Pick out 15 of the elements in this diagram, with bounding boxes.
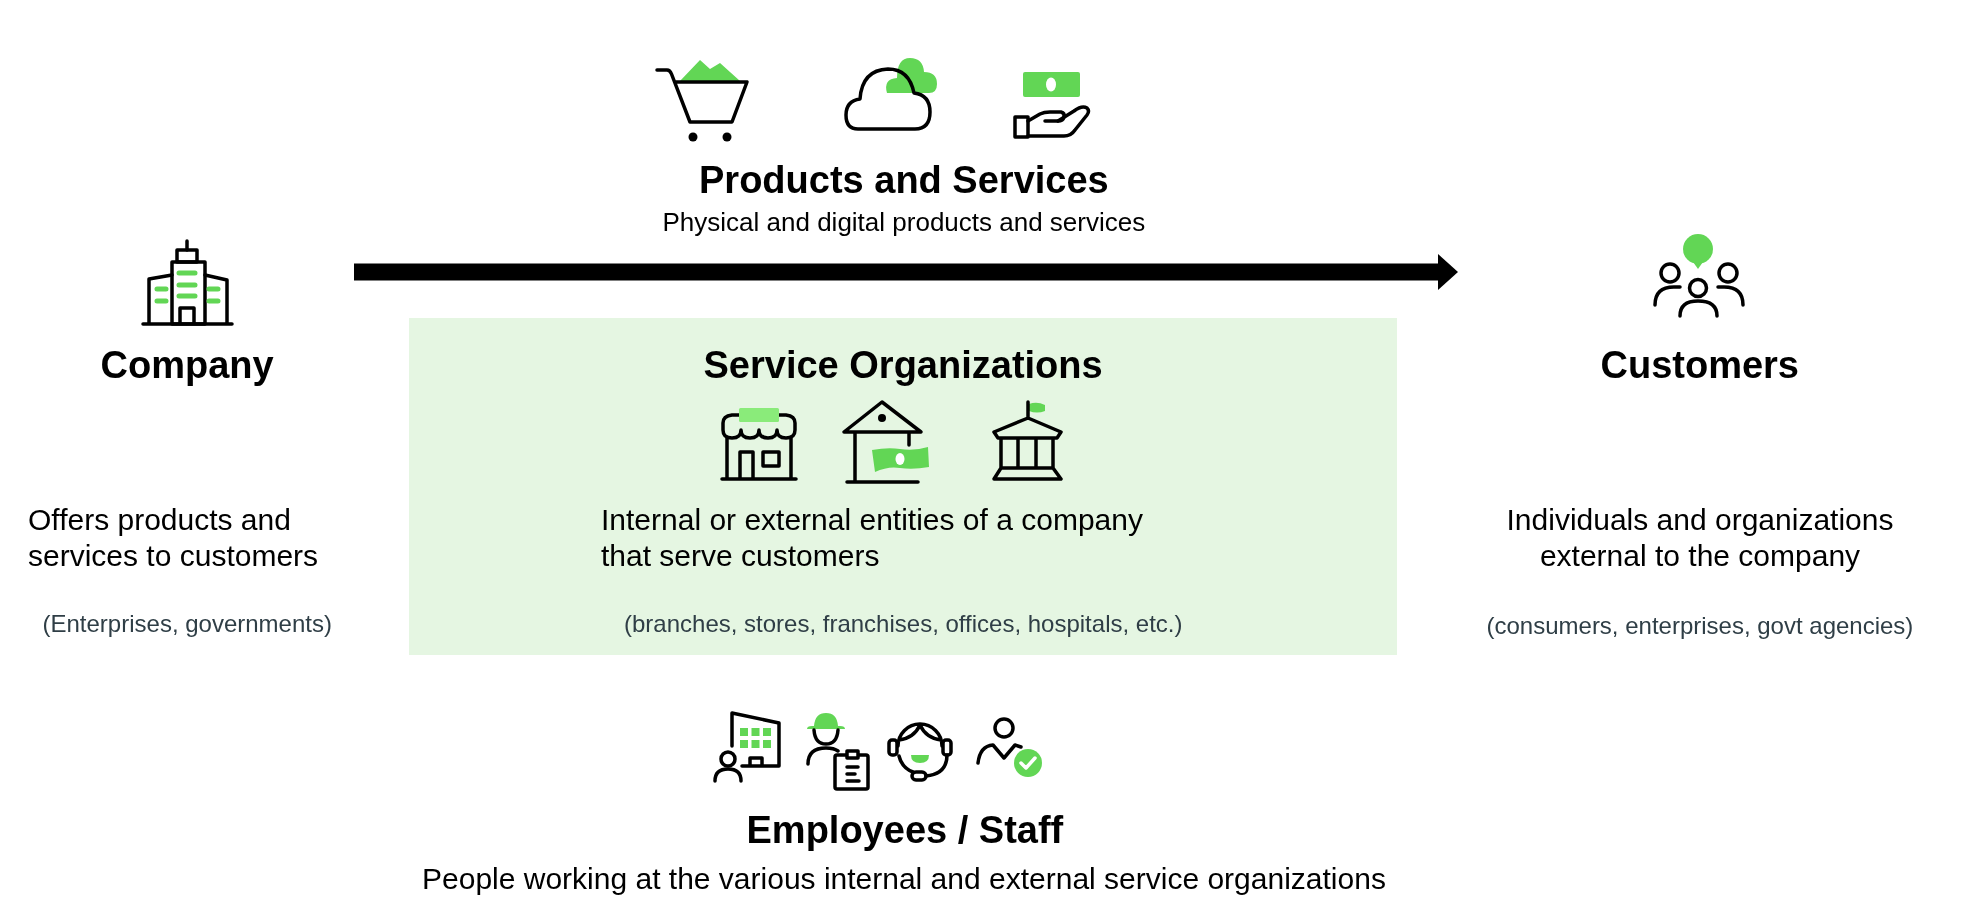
description: Offers products and services to customers [28, 502, 320, 574]
arrow [354, 254, 1458, 290]
subtitle: Physical and digital products and services [662, 208, 1146, 238]
note: (branches, stores, franchises, offices, hospitals, etc.) [624, 610, 1183, 638]
description: Individuals and organizations external to the company [1505, 502, 1895, 574]
heading: Company [100, 344, 274, 388]
heading: Service Organizations [703, 344, 1103, 388]
heading: Products and Services [699, 159, 1109, 203]
description: People working at the various internal and external service organizations [422, 862, 1386, 897]
heading: Employees / Staff [746, 809, 1064, 853]
note: (consumers, enterprises, govt agencies) [1486, 612, 1914, 640]
heading: Customers [1600, 344, 1799, 388]
description: Internal or external entities of a company that serve customers [601, 502, 1144, 574]
highlight-panel [409, 318, 1397, 655]
note: (Enterprises, governments) [42, 610, 332, 638]
